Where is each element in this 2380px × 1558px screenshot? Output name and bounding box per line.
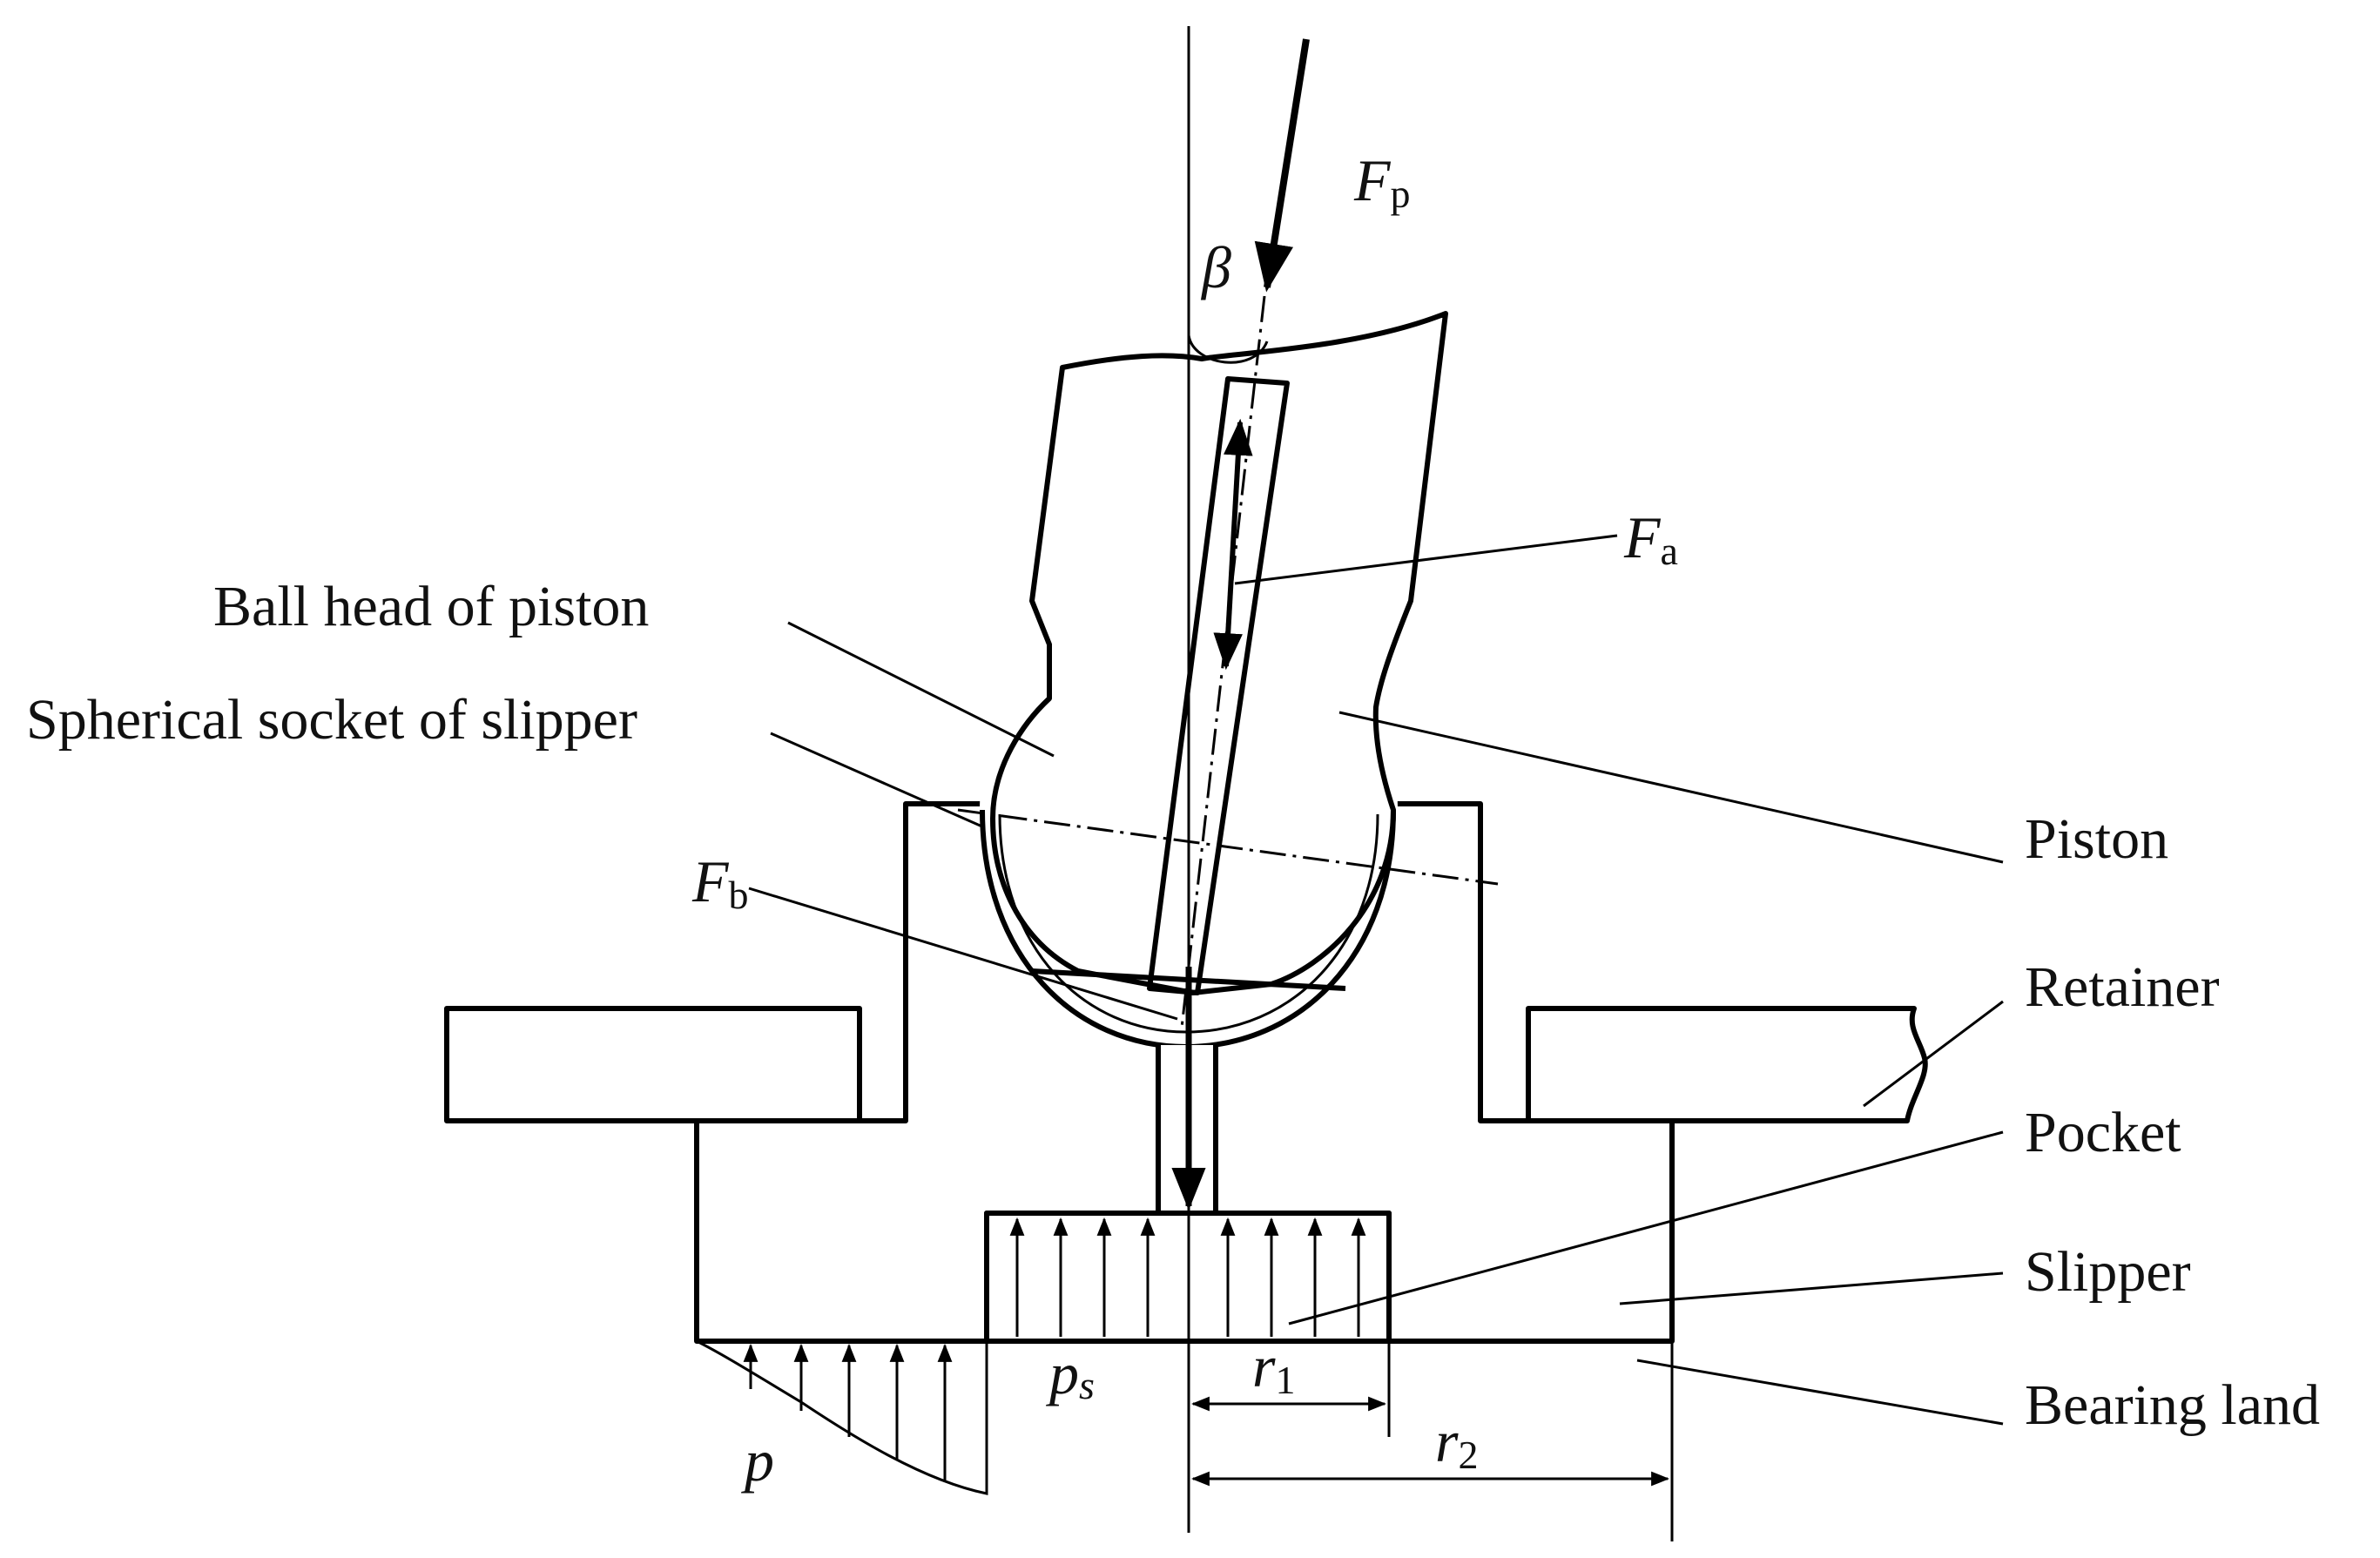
label-piston: Piston (2025, 807, 2168, 871)
leader-slipper (1619, 1271, 2004, 1305)
symbol-p: p (741, 1427, 774, 1494)
leader-fb (748, 887, 1178, 1021)
label-pocket: Pocket (2025, 1101, 2181, 1164)
leader-pocket (1288, 1130, 2004, 1325)
label-retainer: Retainer (2025, 955, 2220, 1019)
beta-angle-arc (1187, 334, 1269, 364)
leader-lines (748, 534, 2004, 1426)
fp-arrow (1254, 38, 1310, 293)
label-slipper: Slipper (2025, 1240, 2191, 1304)
bearing-land-pressure (696, 1339, 988, 1495)
retainer-right (1526, 1006, 1928, 1123)
fa-arrow (1213, 418, 1253, 671)
leader-bearing-land (1636, 1359, 2004, 1426)
leader-retainer (1863, 1000, 2004, 1108)
dimension-r1 (1190, 1341, 1391, 1437)
label-ball-head: Ball head of piston (213, 575, 649, 638)
symbol-r2: r2 (1435, 1408, 1478, 1477)
ball-centerline (957, 808, 1499, 886)
symbol-ps: ps (1046, 1340, 1095, 1407)
symbol-fp: Fp (1353, 147, 1411, 216)
leader-fa (1234, 534, 1618, 585)
symbol-beta: β (1200, 234, 1231, 300)
leader-piston (1338, 711, 2004, 864)
dimension-r2 (1190, 1341, 1674, 1541)
retainer-left (444, 1006, 862, 1123)
leader-spherical-socket (770, 732, 985, 829)
symbol-fa: Fa (1623, 504, 1678, 573)
force-arrows (1171, 38, 1310, 1211)
symbol-r1: r1 (1252, 1333, 1295, 1402)
label-bearing-land: Bearing land (2025, 1373, 2320, 1437)
leader-ball-head (787, 621, 1055, 758)
label-spherical-socket: Spherical socket of slipper (26, 688, 637, 752)
symbol-fb: Fb (691, 848, 749, 917)
